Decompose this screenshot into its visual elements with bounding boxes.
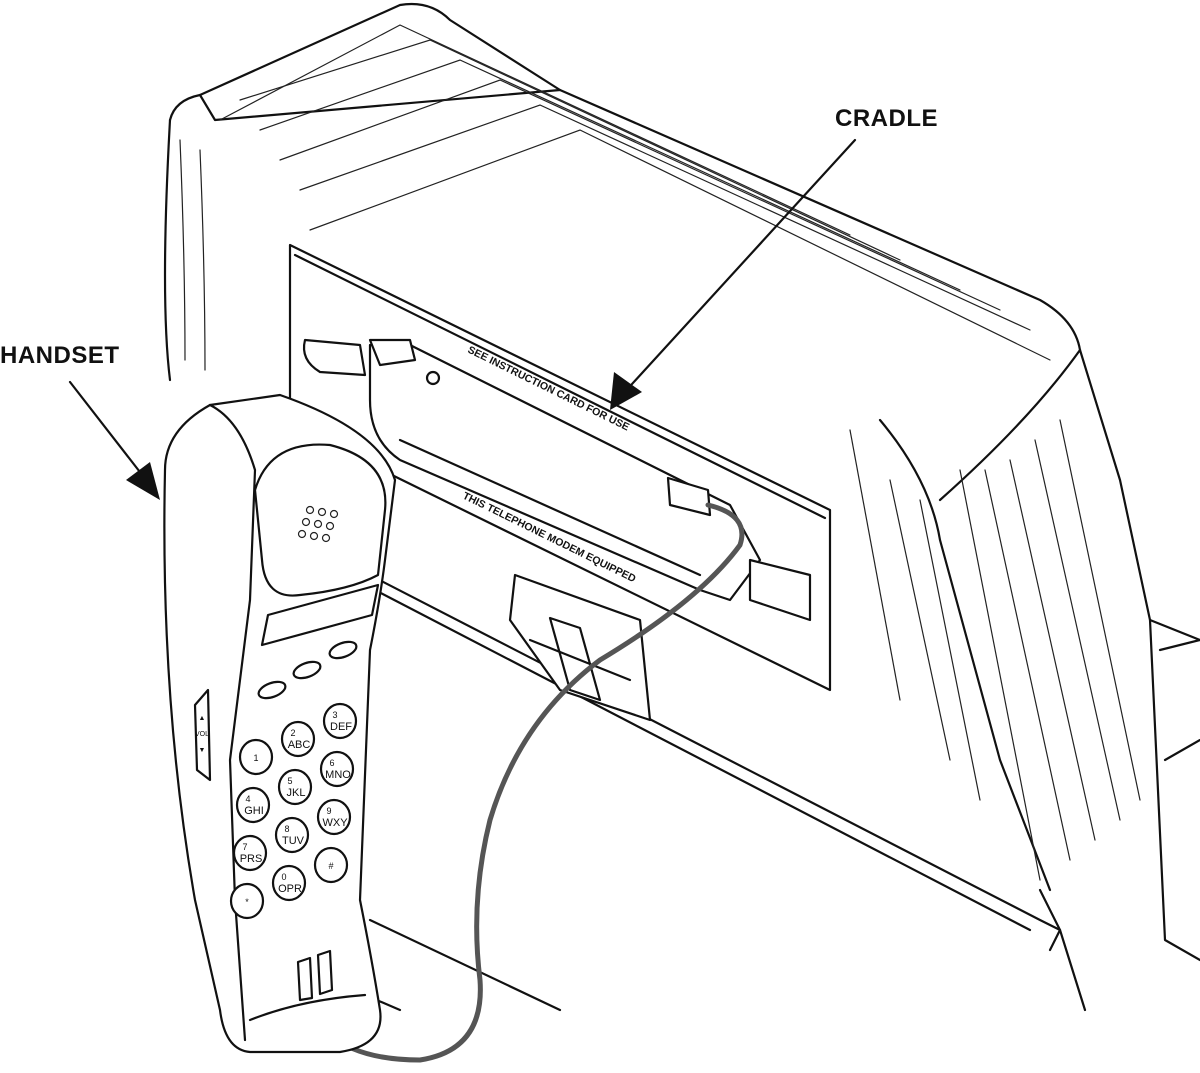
keypad-key-letters: OPR <box>278 883 302 895</box>
keypad-key-letters: PRS <box>240 853 263 865</box>
keypad-key-letters: TUV <box>282 835 305 847</box>
handset-label: HANDSET <box>0 342 120 369</box>
keypad-key-digit: # <box>328 861 333 871</box>
keypad-key-letters: DEF <box>330 721 352 733</box>
keypad-key-digit: 5 <box>287 776 292 786</box>
keypad-key-1[interactable]: 1 <box>238 738 274 776</box>
keypad-key-digit: 0 <box>281 872 286 882</box>
handset: 12ABC3DEF4GHI5JKL6MNO7PRS8TUV9WXY*0OPR# … <box>163 393 397 1054</box>
cradle-arrow <box>610 138 857 410</box>
keypad-key-digit: 8 <box>284 824 289 834</box>
keypad-key-digit: 9 <box>326 806 331 816</box>
handset-arrow <box>68 380 160 500</box>
keypad-key-letters: GHI <box>244 805 264 817</box>
volume-up-glyph: ▲ <box>199 715 206 722</box>
keypad-key-digit: 6 <box>329 758 334 768</box>
volume-rocker: ▲ VOL ▼ <box>193 688 212 782</box>
keypad-key-letters: WXY <box>322 817 348 829</box>
keypad-key-letters: JKL <box>287 787 306 799</box>
keypad-key-digit: 1 <box>253 753 258 763</box>
handset-cord <box>327 502 745 1063</box>
keypad-key-digit: * <box>245 897 249 907</box>
keypad-key-hash[interactable]: # <box>313 846 349 884</box>
volume-label: VOL <box>195 731 209 738</box>
keypad-key-letters: MNO <box>325 769 351 781</box>
keypad-key-digit: 7 <box>242 842 247 852</box>
keypad-key-digit: 4 <box>245 794 250 804</box>
keypad-key-star[interactable]: * <box>229 882 265 920</box>
cradle-panel: SEE INSTRUCTION CARD FOR USE THIS TELEPH… <box>288 243 832 722</box>
earpiece-holes <box>297 505 339 543</box>
keypad-key-digit: 3 <box>332 710 337 720</box>
cradle-label: CRADLE <box>835 105 938 132</box>
keypad-key-digit: 2 <box>290 728 295 738</box>
keypad-key-letters: ABC <box>288 739 311 751</box>
volume-down-glyph: ▼ <box>199 747 206 754</box>
